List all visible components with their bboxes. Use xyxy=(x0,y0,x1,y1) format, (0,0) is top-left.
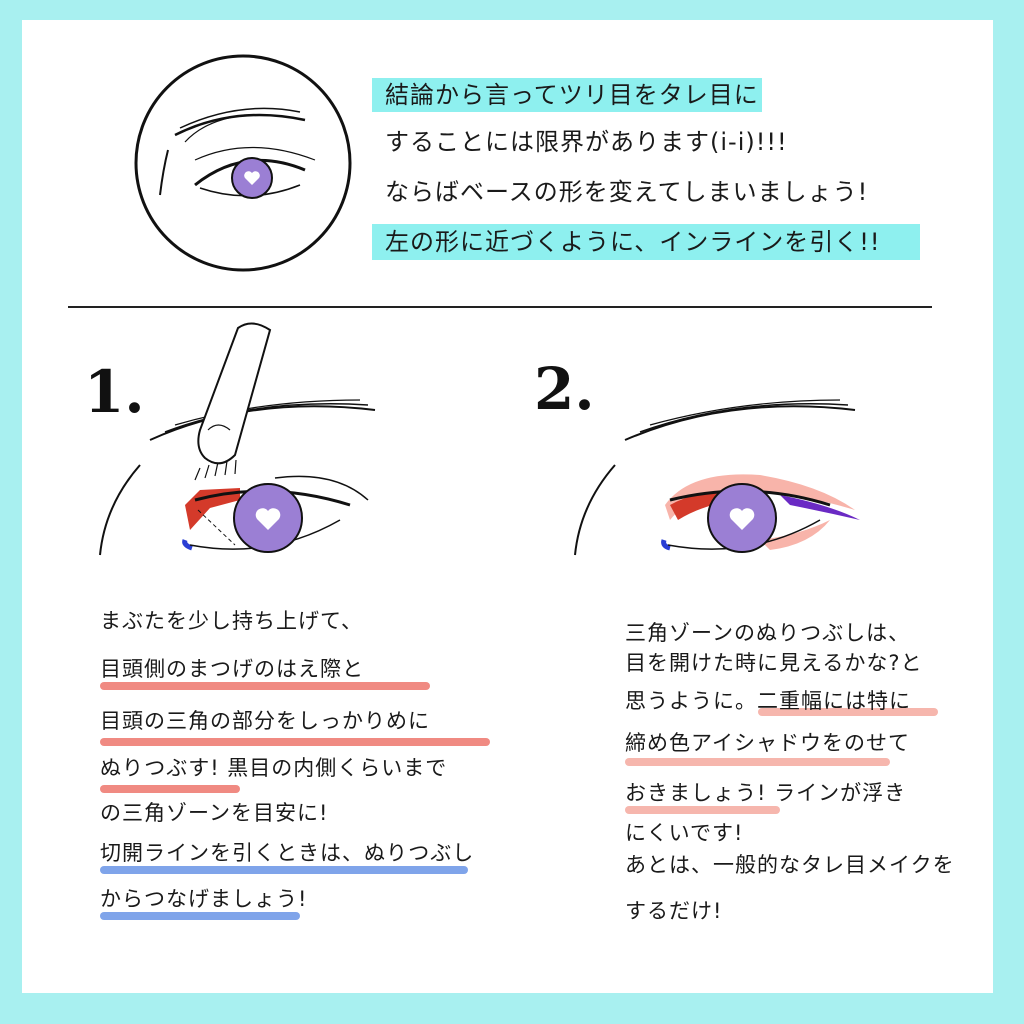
text-underline xyxy=(100,866,468,874)
step1-eye-illustration xyxy=(99,322,376,556)
text-underline xyxy=(100,738,490,746)
step2-line: 締め色アイシャドウをのせて xyxy=(625,731,910,755)
intro-highlight xyxy=(372,224,920,260)
heart-icon xyxy=(255,508,281,530)
intro-line: 結論から言ってツリ目をタレ目に xyxy=(385,81,759,109)
section-divider xyxy=(68,306,932,308)
intro-highlight xyxy=(372,78,762,112)
intro-line: ならばベースの形を変えてしまいましょう! xyxy=(385,178,869,206)
step1-line: まぶたを少し持ち上げて、 xyxy=(100,609,363,633)
step2-line: 思うように。二重幅には特に xyxy=(625,689,911,713)
finger-icon xyxy=(197,322,272,465)
step2-line: おきましょう! ラインが浮き xyxy=(625,781,907,805)
step1-line: ぬりつぶす! 黒目の内側くらいまで xyxy=(100,756,448,780)
step2-line: 三角ゾーンのぬりつぶしは、 xyxy=(625,621,911,645)
step2-line: するだけ! xyxy=(625,899,723,923)
step1-line: 目頭側のまつげのはえ際と xyxy=(100,657,364,681)
text-underline xyxy=(100,682,430,690)
step1-line: 目頭の三角の部分をしっかりめに xyxy=(100,709,430,733)
step-number: 1. xyxy=(84,358,145,426)
step2-eye-illustration xyxy=(574,399,860,556)
text-underline xyxy=(625,806,780,814)
step2-line: あとは、一般的なタレ目メイクを xyxy=(625,853,955,877)
text-underline xyxy=(758,708,938,716)
intro-line: することには限界があります(i-i)!!! xyxy=(385,128,788,156)
text-underline xyxy=(100,912,300,920)
step-number: 2. xyxy=(534,355,595,423)
step2-line: にくいです! xyxy=(625,821,744,845)
step1-line: の三角ゾーンを目安に! xyxy=(100,801,329,825)
step2-line: 目を開けた時に見えるかな?と xyxy=(625,651,923,675)
heart-icon xyxy=(729,508,755,530)
step1-line: からつなげましょう! xyxy=(100,887,308,911)
heart-icon xyxy=(244,171,260,185)
reference-eye-circle xyxy=(134,54,352,272)
text-underline xyxy=(625,758,890,766)
intro-line: 左の形に近づくように、インラインを引く!! xyxy=(385,228,881,256)
text-underline xyxy=(100,785,240,793)
step1-line: 切開ラインを引くときは、ぬりつぶし xyxy=(100,841,475,865)
